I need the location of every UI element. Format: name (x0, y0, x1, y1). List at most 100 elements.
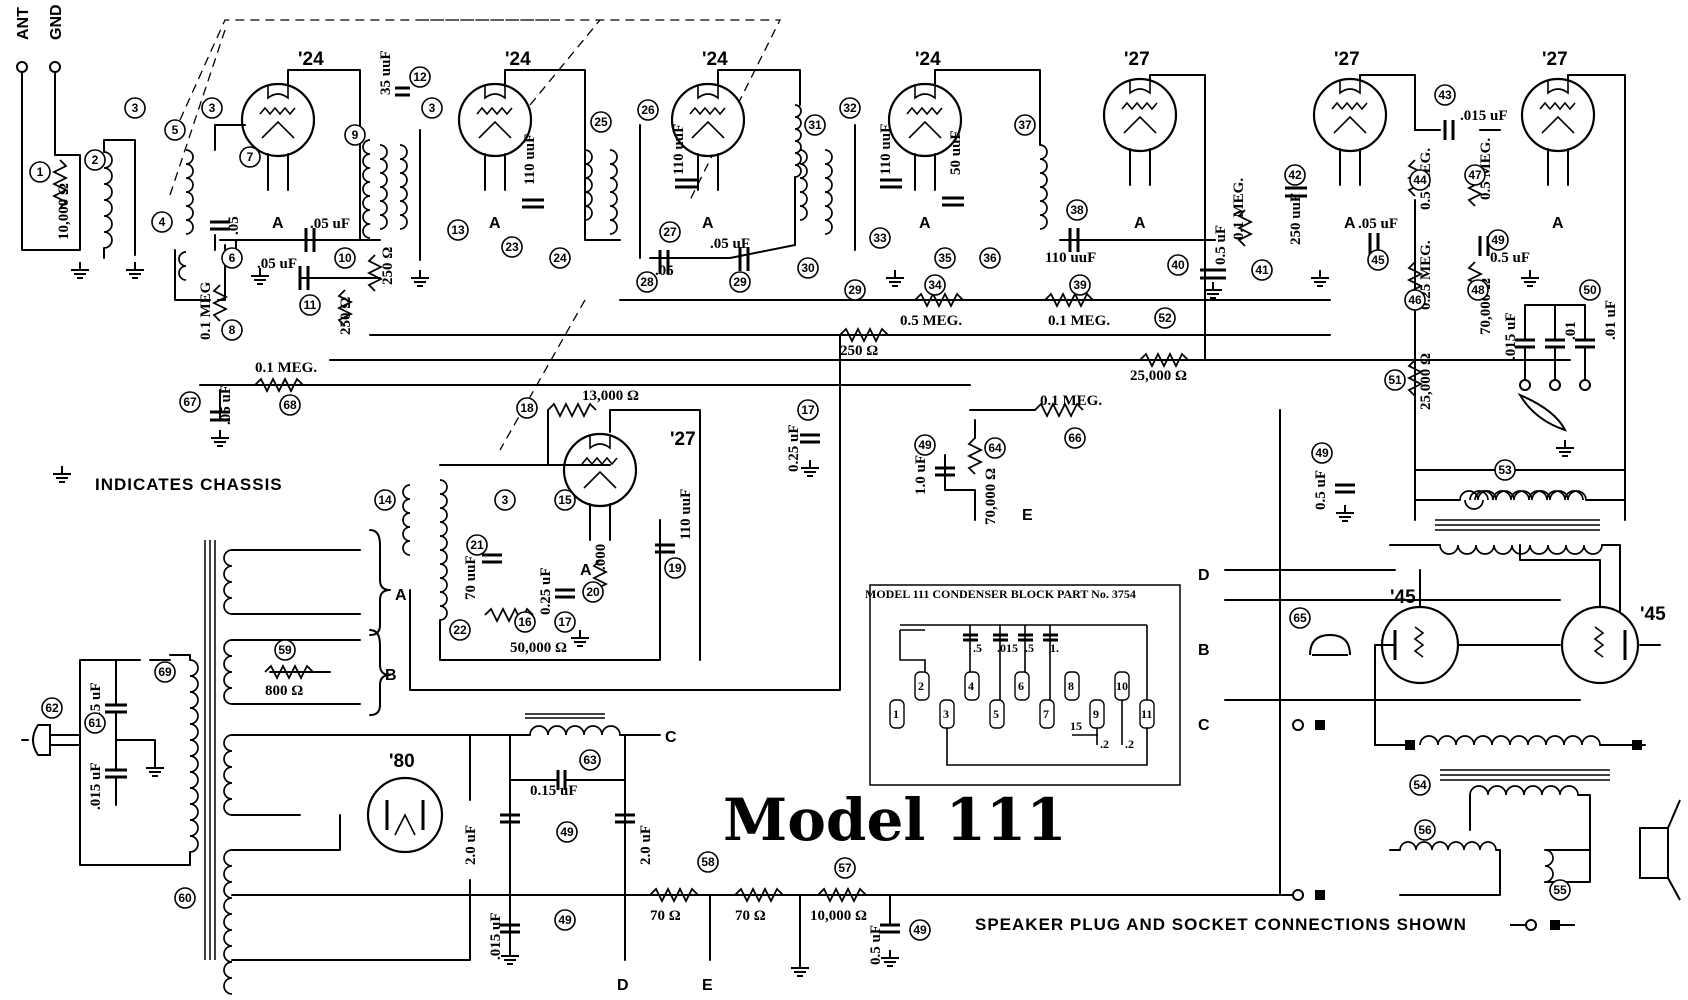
tube-2-label: '24 (505, 49, 531, 70)
svg-text:49: 49 (918, 438, 932, 452)
power-transformer (189, 540, 233, 995)
svg-text:250 uuF: 250 uuF (1288, 193, 1304, 245)
svg-text:7: 7 (247, 150, 254, 164)
tube-4-label: '24 (915, 49, 941, 70)
svg-text:49: 49 (1315, 446, 1329, 460)
svg-text:53: 53 (1498, 463, 1512, 477)
svg-text:29: 29 (733, 275, 747, 289)
cb-term-3: 3 (943, 707, 949, 721)
svg-text:0.1 MEG.: 0.1 MEG. (1231, 178, 1247, 240)
detector-tube-label: '27 (670, 429, 696, 450)
svg-text:44: 44 (1413, 173, 1427, 187)
svg-text:6: 6 (229, 251, 236, 265)
cb-val-4: 1. (1050, 641, 1059, 655)
filament-label: A (272, 215, 284, 232)
cb-term-7: 7 (1043, 707, 1049, 721)
cb-val-6: .2 (1100, 737, 1109, 751)
svg-text:.05: .05 (226, 216, 242, 235)
svg-text:23: 23 (505, 240, 519, 254)
svg-text:59: 59 (278, 643, 292, 657)
svg-text:32: 32 (843, 101, 857, 115)
svg-text:56: 56 (1418, 823, 1432, 837)
svg-text:54: 54 (1413, 778, 1427, 792)
svg-text:51: 51 (1388, 373, 1402, 387)
svg-text:3: 3 (132, 101, 139, 115)
svg-text:18: 18 (520, 401, 534, 415)
svg-text:38: 38 (1070, 203, 1084, 217)
bus-d-label-right: D (1198, 567, 1210, 584)
svg-text:49: 49 (1491, 233, 1505, 247)
ground-terminal: GND (48, 4, 65, 73)
chassis-legend: INDICATES CHASSIS (52, 465, 282, 494)
svg-text:43: 43 (1438, 88, 1452, 102)
svg-text:11: 11 (304, 298, 317, 312)
ground-label: GND (48, 4, 65, 40)
bus-b-label-right: B (1198, 642, 1210, 659)
svg-text:.015 uF: .015 uF (488, 912, 504, 960)
svg-text:10: 10 (338, 251, 352, 265)
svg-text:12: 12 (413, 70, 427, 84)
cb-val-2: .015 (997, 641, 1018, 655)
cb-val-3: .5 (1025, 641, 1034, 655)
cb-term-9: 9 (1093, 707, 1099, 721)
svg-text:27: 27 (663, 225, 677, 239)
speaker-connectors (1292, 719, 1642, 901)
svg-text:31: 31 (808, 118, 822, 132)
svg-text:0.5 uF: 0.5 uF (1313, 470, 1329, 510)
svg-text:33: 33 (873, 231, 887, 245)
svg-text:19: 19 (668, 561, 682, 575)
svg-text:52: 52 (1158, 311, 1172, 325)
svg-text:25: 25 (594, 115, 608, 129)
cb-term-1: 1 (893, 707, 899, 721)
svg-text:0.5 uF: 0.5 uF (1490, 250, 1530, 266)
svg-text:3: 3 (502, 493, 509, 507)
rectifier-tube-label: '80 (389, 751, 415, 772)
svg-text:110 uuF: 110 uuF (678, 489, 694, 540)
speaker-note: SPEAKER PLUG AND SOCKET CONNECTIONS SHOW… (975, 915, 1467, 934)
svg-text:0.25 uF: 0.25 uF (786, 424, 802, 472)
svg-text:.05 uF: .05 uF (1358, 216, 1398, 232)
tube-4-24: '24 A (887, 49, 963, 232)
svg-text:0.5 uF: 0.5 uF (868, 925, 884, 965)
svg-text:36: 36 (983, 251, 997, 265)
svg-text:35 uuF: 35 uuF (378, 50, 394, 95)
cb-term-6: 6 (1018, 679, 1024, 693)
speaker-note-symbol (1510, 919, 1575, 931)
filter-choke (525, 713, 621, 736)
svg-text:110 uuF: 110 uuF (878, 124, 894, 175)
svg-text:22: 22 (453, 623, 467, 637)
svg-text:5: 5 (172, 123, 179, 137)
bus-c-label-right: C (1198, 717, 1210, 734)
cb-term-5: 5 (993, 707, 999, 721)
svg-text:63: 63 (583, 753, 597, 767)
svg-text:0.1 MEG: 0.1 MEG (198, 281, 214, 340)
bus-e-label-lower: E (702, 977, 713, 994)
svg-text:110 uuF: 110 uuF (671, 124, 687, 175)
cb-term-11: 11 (1141, 707, 1152, 721)
svg-text:55: 55 (1553, 883, 1567, 897)
svg-text:9: 9 (352, 128, 359, 142)
svg-text:110 uuF: 110 uuF (522, 134, 538, 185)
svg-text:28: 28 (640, 275, 654, 289)
svg-text:13,000 Ω: 13,000 Ω (582, 388, 639, 404)
cb-val-7: .2 (1125, 737, 1134, 751)
filament-label: A (489, 215, 501, 232)
cb-term-8: 8 (1068, 679, 1074, 693)
svg-text:67: 67 (183, 395, 197, 409)
svg-text:0.1 MEG.: 0.1 MEG. (255, 360, 317, 376)
svg-text:21: 21 (470, 538, 484, 552)
detector-tube-27: '27 A (562, 429, 696, 579)
svg-text:4: 4 (159, 215, 166, 229)
svg-text:25,000 Ω: 25,000 Ω (1418, 353, 1434, 410)
bias-resistors: 250 Ω 0.5 MEG. 0.1 MEG. 25,000 Ω 13,000 … (547, 291, 1189, 419)
svg-text:25,000 Ω: 25,000 Ω (1130, 368, 1187, 384)
svg-text:.01: .01 (1563, 321, 1579, 340)
svg-text:13: 13 (451, 223, 465, 237)
rectifier-tube-80: '80 (366, 751, 444, 854)
cb-term-2: 2 (918, 679, 924, 693)
line-plug (21, 724, 81, 756)
svg-text:45: 45 (1371, 253, 1385, 267)
svg-text:2.0 uF: 2.0 uF (463, 825, 479, 865)
svg-text:49: 49 (560, 825, 574, 839)
output-tube-right-label: '45 (1640, 604, 1666, 625)
